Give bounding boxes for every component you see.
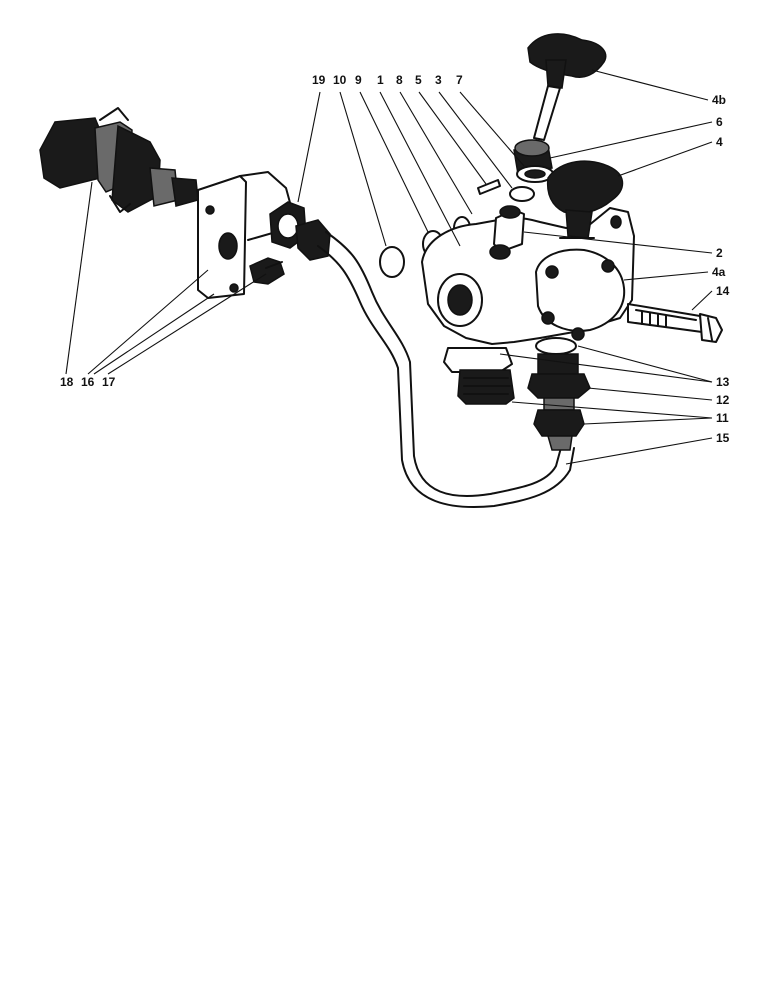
label-19: 19 — [312, 73, 326, 87]
roll-pin — [477, 179, 501, 195]
plunger — [489, 205, 525, 260]
label-3: 3 — [435, 73, 442, 87]
part-labels: 19 10 9 1 8 5 3 7 4b 6 4 2 4a 14 13 12 1… — [60, 73, 730, 445]
leader-11b — [511, 401, 713, 419]
nut-11 — [533, 409, 585, 437]
label-6: 6 — [716, 115, 723, 129]
leader-15 — [565, 437, 713, 465]
leader-17 — [107, 273, 267, 375]
pipe — [317, 231, 575, 509]
label-13: 13 — [716, 375, 730, 389]
leader-4a — [623, 271, 709, 281]
label-10: 10 — [333, 73, 347, 87]
union-nut — [269, 201, 331, 261]
leader-12 — [587, 387, 713, 401]
label-14: 14 — [716, 284, 730, 298]
leader-3 — [438, 91, 513, 189]
label-11: 11 — [716, 411, 729, 425]
seal-3 — [509, 186, 535, 202]
label-7: 7 — [456, 73, 463, 87]
mounting-bracket — [197, 171, 293, 299]
label-9: 9 — [355, 73, 362, 87]
leader-16a — [87, 269, 209, 375]
leader-6 — [549, 121, 713, 159]
leader-14 — [691, 290, 713, 311]
label-12: 12 — [716, 393, 730, 407]
o-ring-10 — [379, 246, 405, 278]
label-4: 4 — [716, 135, 723, 149]
nut-12 — [527, 373, 591, 399]
cover-4a — [535, 248, 626, 341]
leader-lines — [65, 69, 713, 465]
leader-19 — [297, 91, 321, 203]
leader-13a — [499, 353, 713, 383]
leader-8 — [399, 91, 473, 215]
leader-4b — [591, 69, 709, 101]
label-5: 5 — [415, 73, 422, 87]
label-17: 17 — [102, 375, 116, 389]
label-18: 18 — [60, 375, 74, 389]
leader-10 — [339, 91, 387, 247]
leader-4 — [617, 141, 713, 177]
leader-18 — [65, 181, 93, 375]
valve-seat-6 — [513, 139, 554, 183]
leader-7 — [459, 91, 525, 167]
valve-handle-4b — [527, 33, 607, 141]
leader-13b — [577, 345, 713, 383]
leader-9 — [359, 91, 429, 233]
leader-5 — [418, 91, 487, 185]
label-4a: 4a — [712, 265, 726, 279]
label-8: 8 — [396, 73, 403, 87]
leader-11a — [583, 417, 713, 425]
valve-knob-4 — [546, 160, 624, 239]
bolt-14 — [627, 303, 723, 343]
washer-13 — [535, 337, 577, 355]
hydraulic-coupling — [39, 107, 199, 213]
label-15: 15 — [716, 431, 730, 445]
leader-16b — [93, 293, 215, 375]
leader-2 — [523, 231, 713, 254]
label-1: 1 — [377, 73, 384, 87]
union-stack — [527, 337, 591, 451]
label-16: 16 — [81, 375, 95, 389]
label-4b: 4b — [712, 93, 726, 107]
label-2: 2 — [716, 246, 723, 260]
leader-1 — [379, 91, 461, 247]
